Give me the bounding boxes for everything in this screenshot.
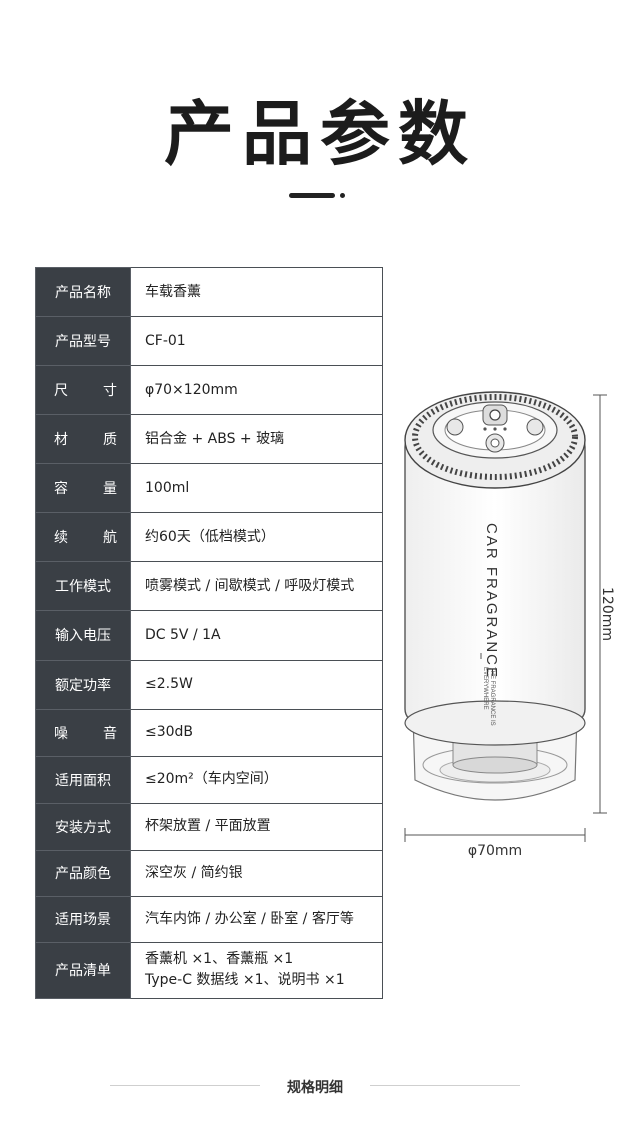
spec-label-endurance-char-1: 续 xyxy=(54,530,68,547)
table-row: 适用场景 汽车内饰 / 办公室 / 卧室 / 客厅等 xyxy=(35,895,383,943)
spec-label-material: 材质 xyxy=(35,414,131,465)
spec-value-scene: 汽车内饰 / 办公室 / 卧室 / 客厅等 xyxy=(130,895,383,943)
spec-label-noise-char-1: 噪 xyxy=(54,725,68,742)
spec-value-voltage: DC 5V / 1A xyxy=(130,610,383,661)
spec-value-material: 铝合金 + ABS + 玻璃 xyxy=(130,414,383,465)
spec-label-mode: 工作模式 xyxy=(35,561,131,612)
spec-value-capacity: 100ml xyxy=(130,463,383,514)
product-tagline-2: EVERYWHERE xyxy=(482,667,488,710)
spec-value-noise: ≤30dB xyxy=(130,708,383,757)
spec-value-model: CF-01 xyxy=(130,316,383,367)
diameter-label: φ70mm xyxy=(467,843,523,859)
page-title: 产品参数 xyxy=(164,93,476,175)
spec-value-name: 车载香薰 xyxy=(130,266,383,318)
footer-divider-right xyxy=(370,1085,520,1086)
table-row: 额定功率 ≤2.5W xyxy=(35,659,383,710)
spec-label-package: 产品清单 xyxy=(35,941,131,1000)
spec-value-size: φ70×120mm xyxy=(130,365,383,416)
spec-label-size-char-1: 尺 xyxy=(54,383,68,400)
spec-label-material-char-1: 材 xyxy=(54,432,68,449)
table-row: 产品颜色 深空灰 / 简约银 xyxy=(35,849,383,897)
package-line-1: 香薰机 ×1、香薰瓶 ×1 xyxy=(145,951,294,968)
spec-value-color: 深空灰 / 简约银 xyxy=(130,849,383,897)
width-dimension-line xyxy=(404,828,586,842)
spec-label-size-char-2: 寸 xyxy=(103,383,117,400)
spec-value-package: 香薰机 ×1、香薰瓶 ×1 Type-C 数据线 ×1、说明书 ×1 xyxy=(130,941,383,1000)
spec-label-power: 额定功率 xyxy=(35,659,131,710)
table-row: 工作模式 喷雾模式 / 间歇模式 / 呼吸灯模式 xyxy=(35,561,383,612)
spec-label-color: 产品颜色 xyxy=(35,849,131,897)
spec-label-install: 安装方式 xyxy=(35,802,131,851)
table-row: 产品名称 车载香薰 xyxy=(35,266,383,318)
product-illustration: CAR FRAGRANCE THE FRAGRANCE IS EVERYWHER… xyxy=(404,391,607,842)
table-row: 输入电压 DC 5V / 1A xyxy=(35,610,383,661)
table-row: 容量 100ml xyxy=(35,463,383,514)
spec-label-scene: 适用场景 xyxy=(35,895,131,943)
footer-divider-left xyxy=(110,1085,260,1086)
spec-label-capacity-char-2: 量 xyxy=(103,481,117,498)
spec-label-capacity-char-1: 容 xyxy=(54,481,68,498)
spec-label-model: 产品型号 xyxy=(35,316,131,367)
spec-label-material-char-2: 质 xyxy=(103,432,117,449)
spec-value-mode: 喷雾模式 / 间歇模式 / 呼吸灯模式 xyxy=(130,561,383,612)
table-row: 噪音 ≤30dB xyxy=(35,708,383,757)
product-tagline-1: THE FRAGRANCE IS xyxy=(489,667,495,726)
spec-label-noise-char-2: 音 xyxy=(103,725,117,742)
table-row: 适用面积 ≤20m²（车内空间） xyxy=(35,755,383,804)
spec-label-voltage: 输入电压 xyxy=(35,610,131,661)
device-top-cap xyxy=(404,391,586,489)
title-dot xyxy=(340,193,345,198)
product-brand-text: CAR FRAGRANCE xyxy=(483,523,500,679)
table-row: 产品型号 CF-01 xyxy=(35,316,383,367)
spec-label-endurance-char-2: 航 xyxy=(103,530,117,547)
height-dimension-line xyxy=(593,394,607,814)
table-row: 续航 约60天（低档模式） xyxy=(35,512,383,563)
table-row: 安装方式 杯架放置 / 平面放置 xyxy=(35,802,383,851)
spec-value-power: ≤2.5W xyxy=(130,659,383,710)
spec-value-install: 杯架放置 / 平面放置 xyxy=(130,802,383,851)
spec-label-endurance: 续航 xyxy=(35,512,131,563)
table-row: 材质 铝合金 + ABS + 玻璃 xyxy=(35,414,383,465)
spec-label-size: 尺寸 xyxy=(35,365,131,416)
spec-label-capacity: 容量 xyxy=(35,463,131,514)
spec-label-noise: 噪音 xyxy=(35,708,131,757)
spec-value-area: ≤20m²（车内空间） xyxy=(130,755,383,804)
spec-value-endurance: 约60天（低档模式） xyxy=(130,512,383,563)
spec-table: 产品名称 车载香薰 产品型号 CF-01 尺寸 φ70×120mm 材质 铝合金… xyxy=(35,266,383,1000)
table-row: 尺寸 φ70×120mm xyxy=(35,365,383,416)
spec-label-area: 适用面积 xyxy=(35,755,131,804)
spec-label-name: 产品名称 xyxy=(35,266,131,318)
title-underline xyxy=(289,193,335,198)
height-label: 120mm xyxy=(599,587,615,641)
package-line-2: Type-C 数据线 ×1、说明书 ×1 xyxy=(145,972,345,989)
footer-caption: 规格明细 xyxy=(287,1080,343,1096)
table-row: 产品清单 香薰机 ×1、香薰瓶 ×1 Type-C 数据线 ×1、说明书 ×1 xyxy=(35,941,383,1000)
